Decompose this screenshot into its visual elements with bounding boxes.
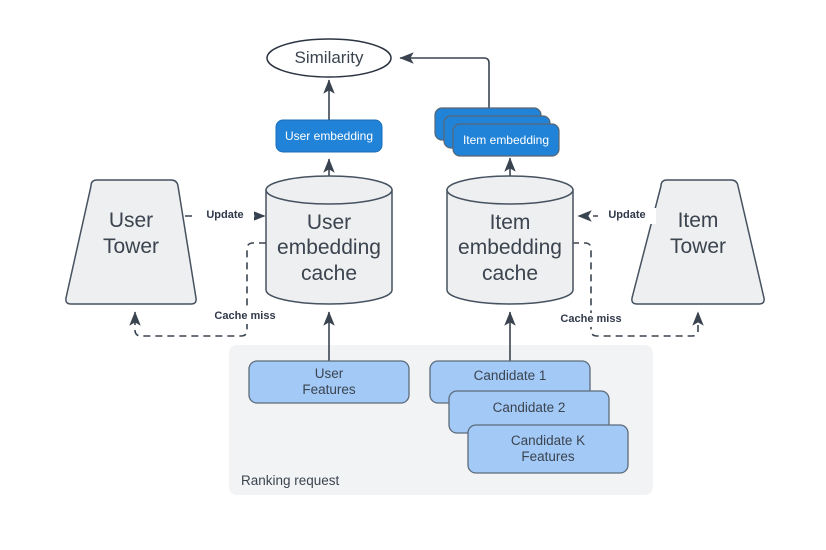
similarity-shape[interactable] bbox=[266, 38, 392, 78]
user-tower-shape[interactable] bbox=[65, 179, 197, 305]
item-embedding-shape-front[interactable] bbox=[452, 123, 560, 157]
user-embedding-cache-shape[interactable] bbox=[265, 175, 393, 305]
item-tower-shape[interactable] bbox=[631, 179, 765, 305]
candidate-k-shape[interactable] bbox=[467, 424, 629, 474]
user-embedding-shape[interactable] bbox=[275, 119, 383, 153]
user-features-shape[interactable] bbox=[248, 360, 410, 404]
item-embedding-cache-shape[interactable] bbox=[446, 175, 574, 305]
arrow-item-embedding-to-similarity bbox=[399, 52, 490, 110]
arrow-item-cache-miss bbox=[572, 242, 704, 337]
arrow-user-cache-miss bbox=[129, 242, 266, 337]
